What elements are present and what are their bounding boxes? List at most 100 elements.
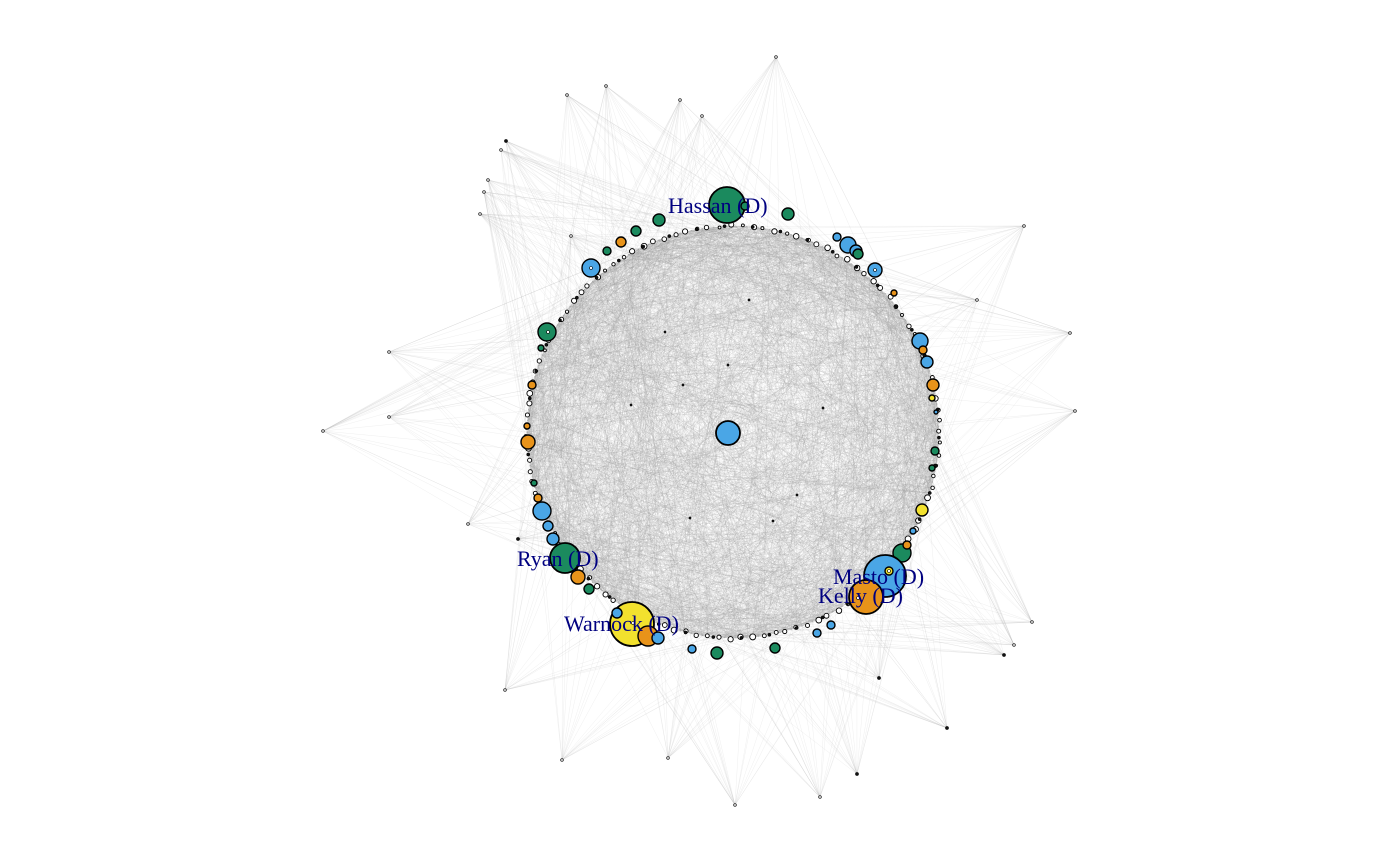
edge-inner-536 [536, 370, 900, 554]
edge-outer-179 [483, 191, 813, 623]
node-164 [700, 114, 704, 118]
edge-inner-2219 [600, 225, 736, 275]
edge-inner-2106 [533, 270, 606, 483]
edge-inner-112 [796, 403, 938, 629]
edge-inner-2415 [638, 503, 927, 616]
edge-inner-1912 [623, 257, 878, 579]
edge-inner-1402 [658, 239, 861, 271]
edge-outer-36 [548, 85, 607, 525]
edge-inner-2543 [569, 273, 601, 558]
edge-inner-2315 [528, 257, 843, 455]
edge-inner-1842 [911, 329, 936, 472]
edge-inner-165 [718, 226, 904, 549]
edge-inner-1581 [527, 443, 770, 635]
edge-inner-1411 [554, 306, 897, 330]
node-227 [933, 409, 939, 415]
edge-inner-2045 [548, 270, 861, 525]
node-30 [716, 634, 722, 640]
edge-inner-1272 [566, 310, 792, 630]
edge-inner-1677 [690, 230, 940, 433]
edge-outer-550 [856, 267, 858, 775]
edge-inner-1444 [548, 235, 670, 340]
edge-inner-746 [623, 257, 686, 633]
edge-inner-205 [543, 237, 665, 351]
edge-inner-589 [643, 246, 665, 627]
edge-outer-670 [504, 503, 541, 691]
edge-outer-64 [679, 99, 904, 316]
edge-inner-1151 [531, 476, 601, 591]
edge-inner-1841 [537, 365, 606, 594]
edge-outer-630 [584, 289, 669, 759]
edge-outer-516 [851, 600, 948, 729]
edge-inner-2260 [529, 289, 882, 466]
edge-inner-1774 [573, 285, 878, 303]
edge-outer-514 [569, 557, 948, 729]
edge-inner-2535 [588, 578, 781, 633]
edge-inner-848 [691, 230, 866, 275]
edge-inner-2550 [663, 498, 929, 627]
edge-inner-2005 [584, 289, 634, 613]
edge-inner-552 [685, 437, 940, 633]
node-206 [629, 403, 633, 407]
edge-outer-400 [467, 235, 670, 525]
node-181 [1030, 620, 1034, 624]
edge-inner-190 [527, 227, 759, 421]
edge-inner-105 [605, 513, 922, 594]
edge-inner-1275 [680, 431, 940, 632]
edge-inner-1812 [528, 251, 634, 455]
edge-inner-373 [614, 263, 742, 638]
edge-inner-2240 [791, 234, 904, 316]
edge-inner-2060 [643, 246, 940, 438]
edge-inner-557 [543, 349, 781, 633]
edge-inner-1719 [696, 229, 731, 638]
edge-inner-706 [801, 237, 900, 312]
edge-outer-496 [576, 297, 1005, 656]
edge-inner-412 [527, 260, 620, 449]
edge-inner-2439 [827, 248, 933, 382]
edge-inner-1200 [580, 293, 629, 610]
edge-inner-1255 [638, 246, 644, 615]
edge-outer-121 [505, 140, 915, 335]
edge-inner-2242 [539, 503, 828, 616]
edge-inner-870 [618, 241, 813, 604]
edge-inner-553 [735, 244, 818, 639]
edge-inner-2454 [527, 414, 907, 544]
edge-outer-336 [322, 370, 930, 432]
edge-outer-148 [500, 149, 748, 227]
edge-inner-906 [623, 257, 659, 625]
edge-outer-592 [819, 487, 932, 798]
edge-inner-1911 [663, 586, 870, 627]
edge-inner-2286 [669, 627, 742, 639]
edge-inner-1399 [573, 229, 697, 303]
edge-outer-296 [531, 332, 1071, 388]
node-195 [877, 676, 881, 680]
edge-inner-380 [529, 339, 918, 399]
edge-outer-382 [931, 376, 1076, 412]
edge-inner-748 [539, 360, 561, 544]
edge-inner-1499 [669, 232, 681, 628]
edge-inner-2323 [638, 248, 886, 294]
edge-inner-1957 [546, 365, 929, 520]
edge-inner-1860 [685, 231, 742, 638]
edge-inner-1047 [752, 226, 886, 571]
edge-inner-986 [763, 228, 936, 393]
edge-inner-2251 [908, 329, 913, 540]
edge-inner-1416 [663, 409, 938, 627]
edge-inner-2432 [527, 235, 670, 416]
edge-outer-474 [807, 623, 1015, 646]
edge-inner-1042 [530, 365, 539, 472]
edge-inner-1561 [596, 561, 893, 587]
edge-inner-2404 [580, 293, 639, 615]
edge-inner-2178 [530, 241, 654, 393]
edge-outer-18 [648, 56, 777, 245]
edge-inner-1164 [724, 226, 920, 345]
edge-outer-675 [504, 619, 818, 691]
edge-inner-2009 [618, 543, 907, 604]
edge-outer-128 [505, 140, 714, 638]
edge-outer-586 [546, 344, 821, 798]
node-189 [666, 756, 670, 760]
edge-outer-570 [674, 234, 858, 775]
edge-inner-1035 [551, 232, 681, 530]
edge-outer-610 [734, 306, 897, 806]
edge-outer-136 [500, 149, 528, 438]
